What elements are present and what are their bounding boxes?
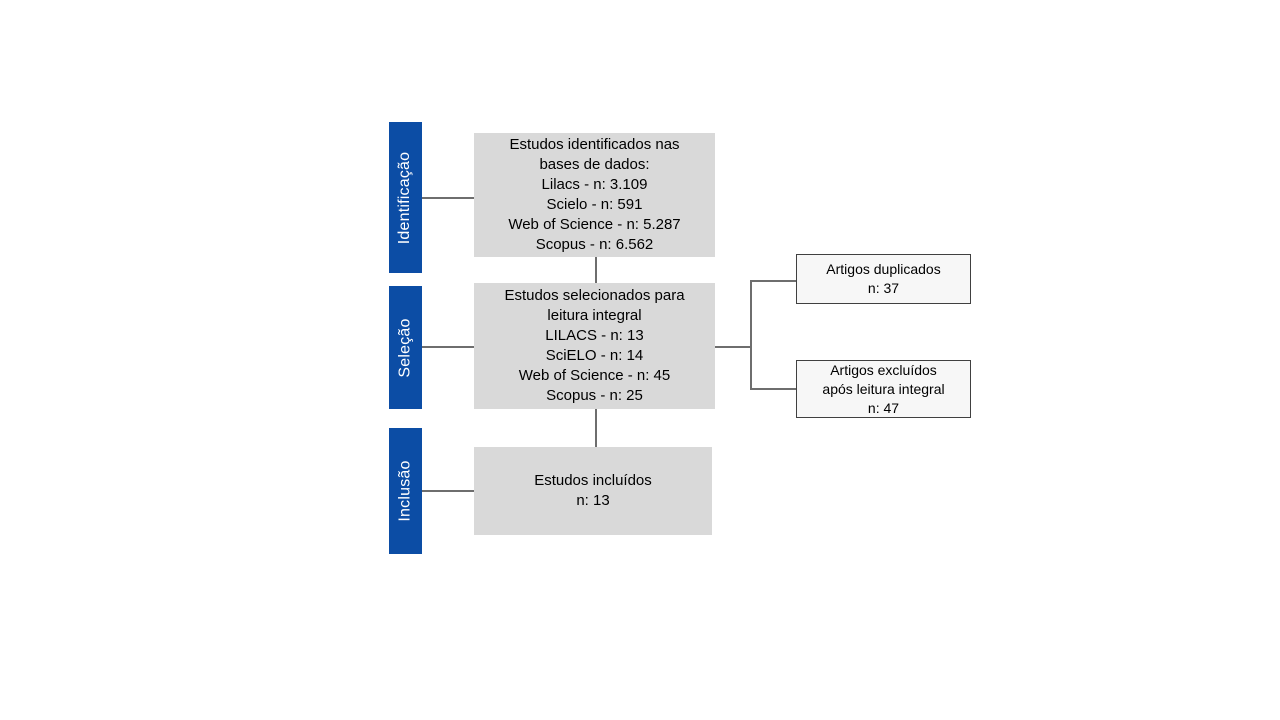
stage-bar-selecao: Seleção <box>389 286 422 409</box>
text-line: SciELO - n: 14 <box>545 347 644 364</box>
text-line: Artigos excluídos <box>830 361 937 378</box>
text-line: n: 47 <box>867 399 900 416</box>
box-artigos-excluidos: Artigos excluídos após leitura integral … <box>796 360 971 418</box>
text-line: Scopus - n: 6.562 <box>535 236 654 253</box>
text-line: n: 37 <box>867 280 900 296</box>
connector-selecao-to-box <box>422 346 474 348</box>
text-line: Estudos incluídos <box>534 472 652 489</box>
text-line: Estudos selecionados para <box>504 287 685 304</box>
text-line: Scielo - n: 591 <box>546 196 643 213</box>
text-line: Scopus - n: 25 <box>546 387 643 404</box>
text-line: Estudos identificados nas <box>509 136 680 153</box>
text-line: Web of Science - n: 45 <box>518 367 671 384</box>
text-line: Web of Science - n: 5.287 <box>508 216 681 233</box>
connector-identificacao-to-box <box>422 197 474 199</box>
text-line: bases de dados: <box>539 156 650 173</box>
connector-branch-vertical <box>750 280 752 390</box>
text-line: Artigos duplicados <box>826 261 941 277</box>
text-line: após leitura integral <box>822 380 945 397</box>
text-line: n: 13 <box>576 492 610 509</box>
connector-identified-to-selected <box>595 257 597 283</box>
connector-selected-to-branch <box>715 346 752 348</box>
stage-label-identificacao: Identificação <box>396 151 414 244</box>
stage-label-selecao: Seleção <box>396 317 414 378</box>
connector-inclusao-to-box <box>422 490 474 492</box>
connector-selected-to-included <box>595 409 597 447</box>
stage-label-inclusao: Inclusão <box>396 460 414 522</box>
text-line: LILACS - n: 13 <box>545 327 644 344</box>
text-line: leitura integral <box>547 307 642 324</box>
stage-bar-identificacao: Identificação <box>389 122 422 273</box>
connector-branch-to-duplicados <box>750 280 796 282</box>
text-line: Lilacs - n: 3.109 <box>541 176 648 193</box>
box-estudos-selecionados: Estudos selecionados para leitura integr… <box>474 283 715 409</box>
box-estudos-identificados: Estudos identificados nas bases de dados… <box>474 133 715 257</box>
box-estudos-incluidos: Estudos incluídos n: 13 <box>474 447 712 535</box>
box-artigos-duplicados: Artigos duplicados n: 37 <box>796 254 971 304</box>
stage-bar-inclusao: Inclusão <box>389 428 422 554</box>
connector-branch-to-excluidos <box>750 388 796 390</box>
